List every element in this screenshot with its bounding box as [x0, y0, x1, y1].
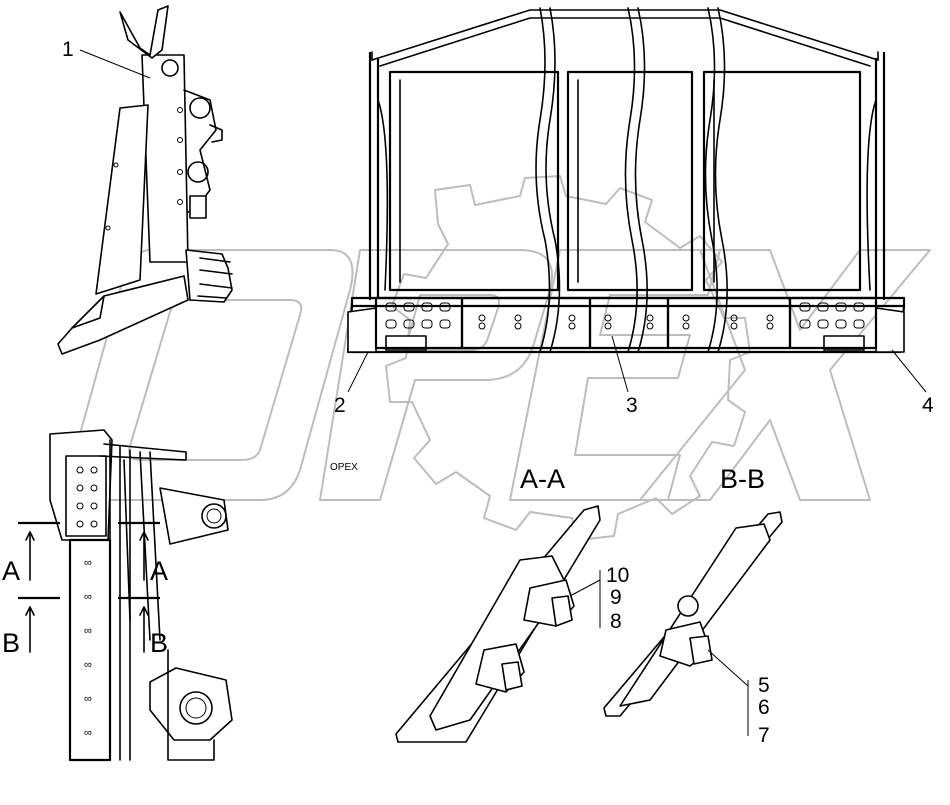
callout-item-2: 2 — [334, 394, 346, 417]
side-bolt-hole — [177, 107, 183, 113]
watermark-letter-x — [639, 249, 931, 501]
leader-item-1 — [79, 49, 151, 79]
edge-segment-right — [788, 296, 878, 350]
section-b-b-title: B-B — [720, 464, 765, 494]
section-a-label-left: A — [2, 556, 20, 586]
detail-upright-holes: ∞ ∞ ∞ ∞ ∞ ∞ — [84, 557, 92, 739]
svg-text:∞: ∞ — [84, 591, 92, 603]
bolt-holes-middle — [478, 314, 774, 330]
detail-clevis-pin — [201, 503, 227, 529]
watermark-text: OPEX — [330, 462, 358, 473]
side-bracket-plate — [141, 54, 189, 263]
detail-bolt-holes — [76, 466, 98, 528]
front-panel-left — [388, 70, 560, 292]
leader-item-2 — [347, 351, 369, 393]
detail-bolt-block — [65, 455, 107, 537]
side-bolt-hole — [177, 199, 183, 205]
callout-item-10: 10 — [606, 564, 629, 587]
blade-side-view: 1 — [57, 5, 233, 355]
watermark-letter-p — [319, 249, 553, 501]
side-bolt-hole — [113, 162, 119, 168]
side-pin-low — [187, 161, 209, 183]
section-a-a-title: A-A — [520, 464, 565, 494]
side-edge-bevel — [71, 295, 105, 329]
detail-upright-edges — [109, 439, 131, 761]
callout-item-6: 6 — [758, 696, 770, 719]
section-b-arrow-left — [25, 606, 35, 653]
side-bolt-hole — [177, 169, 183, 175]
detail-lower-pin — [179, 691, 213, 725]
detail-diagonal-struts — [123, 451, 161, 641]
bb-bolt-head — [677, 595, 699, 617]
svg-text:∞: ∞ — [84, 659, 92, 671]
bb-nut — [689, 635, 713, 665]
detail-lower-frame — [167, 649, 215, 761]
aa-nut-lower — [501, 661, 523, 691]
leader-items-5-7 — [707, 649, 749, 687]
aa-nut-upper — [551, 595, 573, 627]
side-bolt-hole — [105, 225, 111, 231]
callout-item-9: 9 — [610, 586, 622, 609]
side-detail-view: ∞ ∞ ∞ ∞ ∞ ∞ A A B B — [2, 429, 233, 762]
front-side-posts — [368, 52, 886, 300]
bolt-holes-right — [799, 302, 865, 329]
leader-items-8-10 — [569, 579, 601, 597]
section-a-arrow-left — [25, 531, 35, 581]
section-a-a: A-A 10 9 8 — [395, 464, 629, 743]
break-lines — [535, 7, 728, 353]
section-b-arrow-right — [139, 606, 149, 653]
front-end-bit-slot-left — [385, 335, 427, 351]
callout-item-8: 8 — [610, 610, 622, 633]
side-blade-section — [95, 104, 149, 295]
front-post-caps — [371, 51, 879, 61]
front-cutting-edge-outline — [346, 305, 906, 354]
front-panel-right — [702, 70, 862, 292]
side-pin-top — [161, 59, 179, 77]
callout-item-3: 3 — [626, 394, 638, 417]
bb-moldboard — [619, 523, 771, 707]
front-top-edge — [371, 9, 879, 61]
side-bracket-block — [189, 195, 207, 219]
blade-front-view: 2 3 4 — [334, 7, 934, 417]
side-cutting-edge — [57, 275, 189, 355]
side-cylinder-rings — [197, 257, 233, 299]
side-top-lug — [119, 5, 169, 59]
side-bolt-hole — [177, 137, 183, 143]
opex-watermark: OPEX — [66, 175, 931, 541]
front-end-bit-slot-right — [823, 335, 865, 351]
watermark-letter-e — [509, 249, 721, 501]
side-pin-mid — [189, 97, 211, 119]
section-a-label-right: A — [150, 556, 168, 586]
callout-item-5: 5 — [758, 674, 770, 697]
detail-top-bar — [99, 443, 187, 461]
leader-item-3 — [611, 335, 629, 393]
front-end-bit-right — [875, 307, 905, 353]
bolt-holes-left — [385, 302, 451, 329]
aa-moldboard — [429, 555, 567, 731]
section-b-label-left: B — [2, 628, 20, 658]
side-cylinder — [185, 249, 233, 303]
svg-text:∞: ∞ — [84, 727, 92, 739]
detail-clevis — [159, 487, 229, 545]
callout-item-1: 1 — [62, 38, 74, 61]
side-linkage-tab — [209, 124, 223, 143]
front-panel-center — [566, 70, 694, 292]
front-side-braces — [377, 99, 877, 291]
svg-text:∞: ∞ — [84, 625, 92, 637]
callout-item-7: 7 — [758, 724, 770, 747]
section-b-label-right: B — [150, 628, 168, 658]
front-end-bit-left — [347, 307, 377, 353]
section-b-b: B-B 5 6 7 — [603, 464, 783, 747]
leader-item-4 — [891, 349, 927, 393]
front-top-edge-inner — [379, 17, 871, 67]
svg-text:∞: ∞ — [84, 693, 92, 705]
section-a-arrow-right — [139, 531, 149, 581]
callout-item-4: 4 — [922, 394, 934, 417]
svg-text:∞: ∞ — [84, 557, 92, 569]
